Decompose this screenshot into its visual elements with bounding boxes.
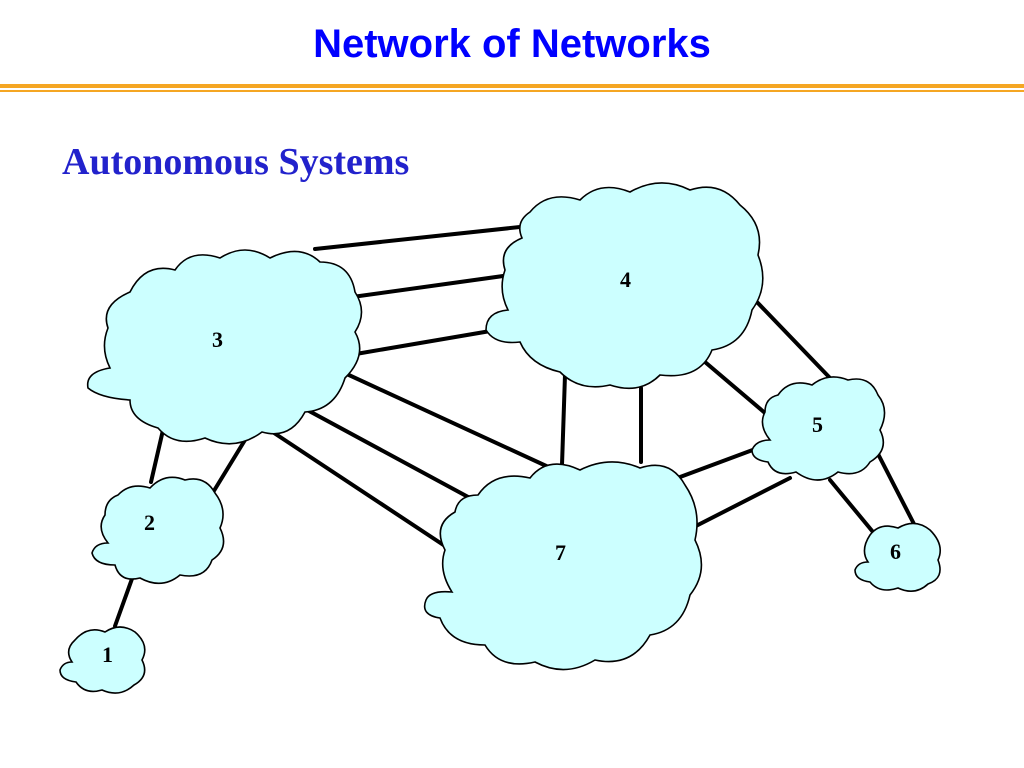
link-4-5-a (703, 360, 767, 415)
node-label-2: 2 (144, 510, 155, 535)
slide-subtitle: Autonomous Systems (62, 141, 410, 183)
link-3-7-b (296, 403, 472, 500)
link-3-2-a (149, 428, 165, 484)
link-5-6-a (874, 448, 916, 526)
cloud-2 (91, 476, 225, 585)
link-3-4-c (348, 326, 510, 357)
node-label-5: 5 (812, 412, 823, 437)
clouds (59, 182, 941, 694)
cloud-4 (485, 182, 764, 390)
node-label-6: 6 (890, 539, 901, 564)
link-3-7-c (260, 423, 450, 550)
cloud-3 (86, 249, 363, 445)
title-underline (0, 84, 1024, 88)
cloud-7 (423, 461, 703, 671)
link-4-5-b (753, 298, 832, 380)
node-label-7: 7 (555, 540, 566, 565)
link-2-1 (113, 574, 135, 628)
link-3-2-b (210, 438, 247, 496)
link-7-5-b (690, 476, 792, 530)
node-label-3: 3 (212, 327, 223, 352)
link-7-5-a (670, 446, 760, 482)
link-5-6-b (828, 478, 875, 534)
link-3-4-b (343, 270, 534, 300)
cloud-1 (59, 626, 146, 694)
link-4-7-a (560, 373, 567, 467)
node-label-1: 1 (102, 642, 113, 667)
link-3-4-a (313, 222, 550, 251)
node-labels: 3 4 7 5 2 6 1 (102, 267, 901, 667)
links (113, 222, 916, 628)
title-underline-thin (0, 90, 1024, 92)
link-3-7-a (336, 368, 557, 472)
cloud-6 (854, 522, 941, 592)
cloud-5 (751, 376, 886, 481)
slide-title: Network of Networks (313, 22, 711, 66)
node-label-4: 4 (620, 267, 631, 292)
